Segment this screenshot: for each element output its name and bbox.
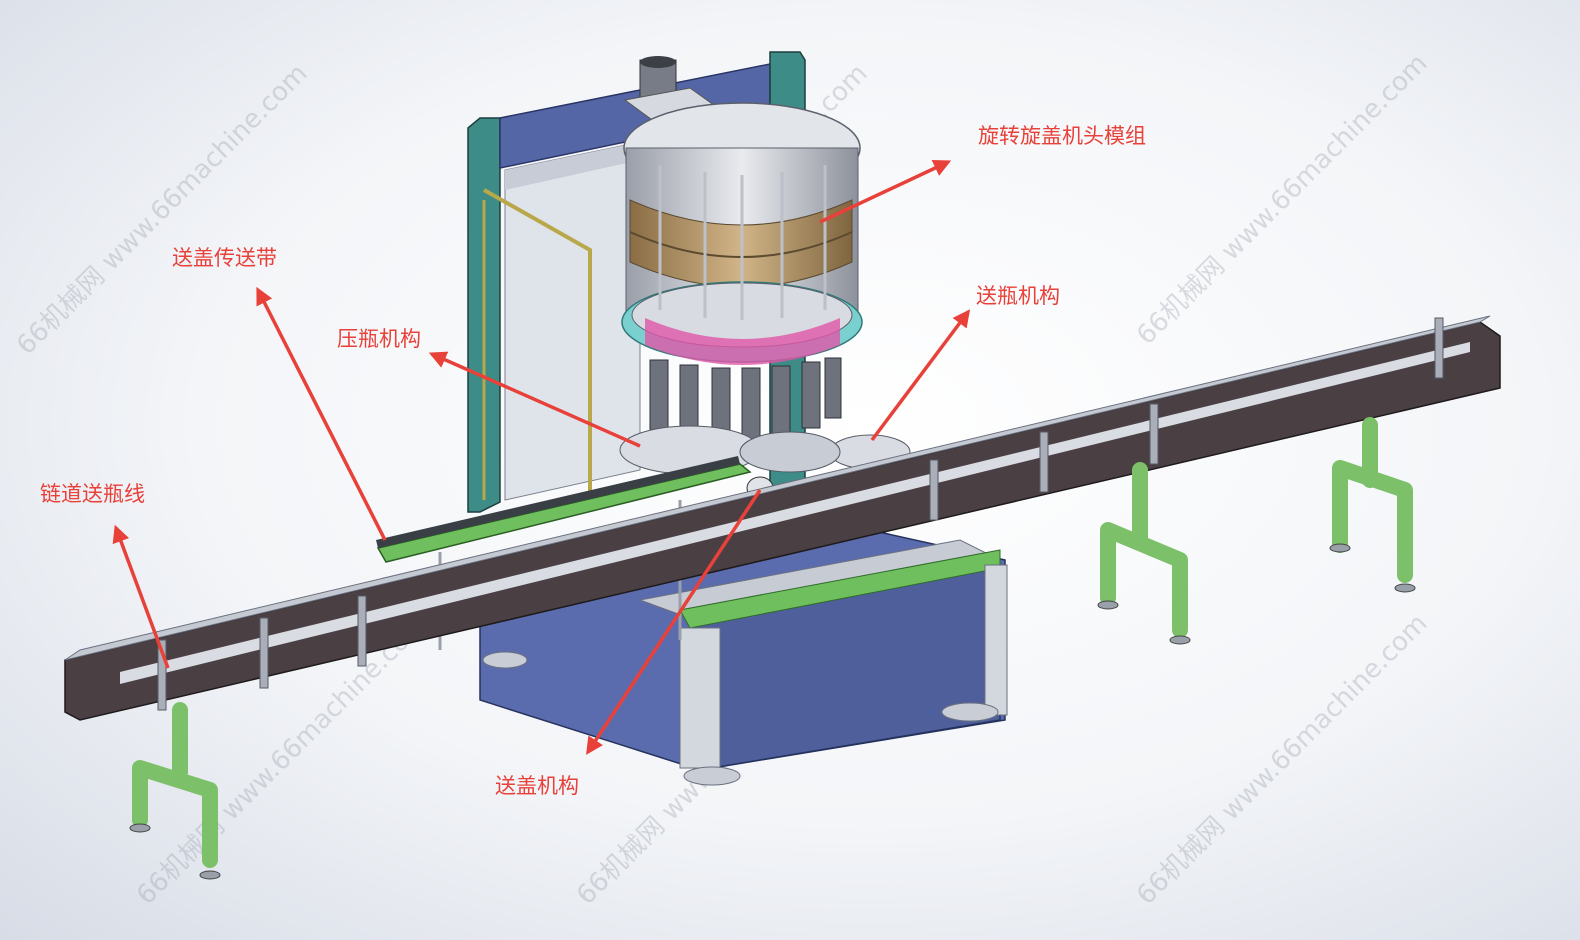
arrow-capping-head	[819, 160, 952, 224]
label-chain-line: 链道送瓶线	[40, 482, 145, 506]
arrow-bottle-feed	[870, 309, 971, 442]
capping-head	[621, 56, 863, 441]
annotation-arrows	[112, 160, 971, 755]
leg-feet	[129, 543, 1416, 880]
label-cap-conveyor: 送盖传送带	[172, 246, 277, 270]
arrow-chain-line	[112, 524, 170, 669]
arrow-cap-feed	[586, 489, 762, 755]
chain-conveyor	[64, 315, 1501, 721]
label-cap-feed: 送盖机构	[495, 774, 579, 798]
support-legs	[132, 417, 1413, 868]
arrow-bottle-press	[428, 351, 641, 448]
label-bottle-feed: 送瓶机构	[976, 284, 1060, 308]
label-bottle-press: 压瓶机构	[337, 327, 421, 351]
label-capping-head: 旋转旋盖机头模组	[978, 124, 1146, 148]
arrow-cap-conveyor	[256, 286, 387, 541]
